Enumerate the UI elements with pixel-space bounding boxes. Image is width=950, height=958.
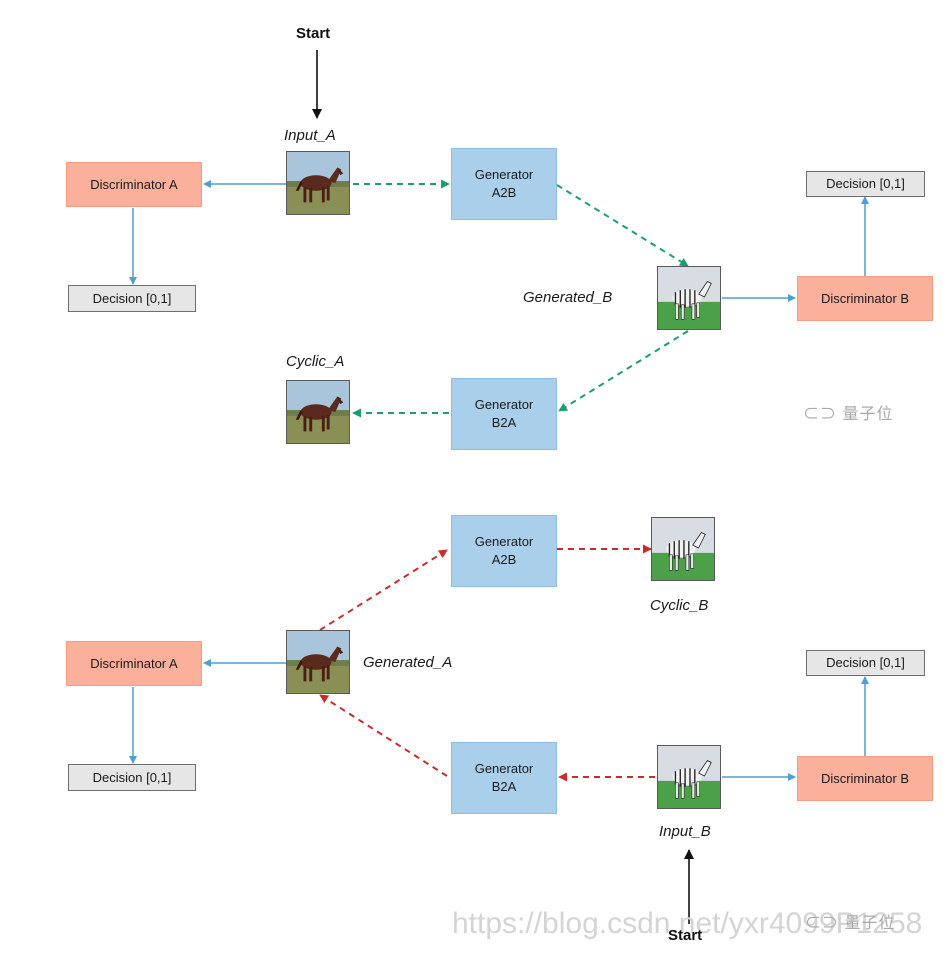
top-generated-b-to-gen-b2a (558, 330, 689, 412)
bottom-generator-b2a: Generator B2A (451, 742, 557, 814)
top-decision-b: Decision [0,1] (806, 171, 925, 197)
input-a-label: Input_A (284, 127, 336, 144)
bottom-decision-b: Decision [0,1] (806, 650, 925, 676)
zebra-image-cyclic-b (651, 517, 715, 581)
zebra-image-input-b (657, 745, 721, 809)
horse-image-input-a (286, 151, 350, 215)
bottom-generator-a2b: Generator A2B (451, 515, 557, 587)
bottom-decision-a: Decision [0,1] (68, 764, 196, 791)
cyclic-b-label: Cyclic_B (650, 597, 709, 614)
top-start-label: Start (296, 25, 331, 42)
bottom-start-label: Start (668, 927, 703, 944)
wechat-icon: ⊂⊃ (805, 915, 840, 932)
top-generator-b2a: Generator B2A (451, 378, 557, 450)
generated-a-label: Generated_A (363, 654, 453, 671)
wechat-icon: ⊂⊃ (803, 406, 838, 423)
cyclic-a-label: Cyclic_A (286, 353, 345, 370)
top-gen-a2b-to-generated-b (556, 184, 689, 267)
generated-b-label: Generated_B (523, 289, 613, 306)
input-b-label: Input_B (659, 823, 711, 840)
bottom-discriminator-b: Discriminator B (797, 756, 933, 801)
wechat-watermark-bottom: ⊂⊃ 量子位 (805, 915, 896, 932)
url-watermark: https://blog.csdn.net/yxr4099P1258 (452, 907, 923, 940)
bottom-gen-b2a-to-generated-a (319, 694, 448, 777)
top-generator-a2b: Generator A2B (451, 148, 557, 220)
zebra-image-generated-b (657, 266, 721, 330)
top-discriminator-a: Discriminator A (66, 162, 202, 207)
top-decision-a: Decision [0,1] (68, 285, 196, 312)
top-discriminator-b: Discriminator B (797, 276, 933, 321)
horse-image-cyclic-a (286, 380, 350, 444)
wechat-watermark-top: ⊂⊃ 量子位 (803, 406, 894, 423)
bottom-discriminator-a: Discriminator A (66, 641, 202, 686)
horse-image-generated-a (286, 630, 350, 694)
bottom-generated-a-to-gen-a2b (319, 549, 448, 631)
